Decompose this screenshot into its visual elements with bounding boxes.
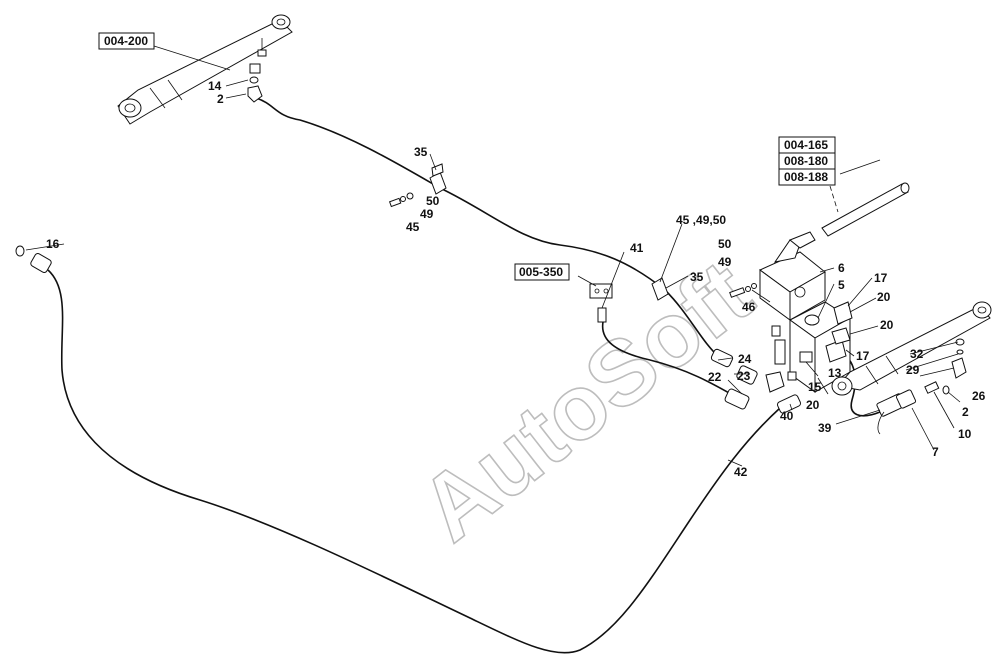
label-39: 39 [818, 421, 832, 435]
label-17-lower: 17 [856, 349, 870, 363]
fitting-2-10 [924, 381, 950, 395]
watermark-text: AutoSoft [402, 241, 771, 560]
ref-008-188: 008-188 [784, 170, 828, 184]
ref-005-350: 005-350 [519, 265, 563, 279]
fitting-26 [951, 338, 967, 379]
fitting-14 [247, 63, 263, 103]
fitting-22-23 [724, 365, 758, 410]
label-49-lower: 49 [718, 255, 732, 269]
label-10: 10 [958, 427, 972, 441]
ref-004-165: 004-165 [784, 138, 828, 152]
label-2-upper: 2 [217, 92, 224, 106]
label-35-upper: 35 [414, 145, 428, 159]
label-14: 14 [208, 79, 222, 93]
label-20-lower: 20 [806, 398, 820, 412]
label-45-49-50: 45 ,49,50 [676, 213, 726, 227]
hose-41 [601, 321, 739, 399]
label-20-upper: 20 [877, 290, 891, 304]
cylinder-lower [831, 301, 992, 396]
control-valve-6 [759, 231, 826, 321]
label-22: 22 [708, 370, 722, 384]
label-32: 32 [910, 347, 924, 361]
label-29: 29 [906, 363, 920, 377]
label-50-upper: 50 [426, 194, 440, 208]
fitting-16 [15, 245, 52, 273]
label-35-lower: 35 [690, 270, 704, 284]
label-40: 40 [780, 409, 794, 423]
clamp-35-lower [651, 277, 757, 301]
ref-box-004-200 [98, 32, 155, 50]
fitting-24 [710, 348, 734, 368]
ref-004-200: 004-200 [104, 34, 148, 48]
ref-box-005-350 [514, 263, 570, 281]
label-24: 24 [738, 352, 752, 366]
label-5: 5 [838, 278, 845, 292]
coupler-7 [876, 389, 917, 435]
ref-008-180: 008-180 [784, 154, 828, 168]
label-16: 16 [46, 237, 60, 251]
lever-rod [821, 182, 910, 237]
label-50-lower: 50 [718, 237, 732, 251]
label-41: 41 [630, 241, 644, 255]
label-17-upper: 17 [874, 271, 888, 285]
block-005-350 [589, 283, 613, 323]
label-20-mid: 20 [880, 318, 894, 332]
label-7: 7 [932, 445, 939, 459]
label-42: 42 [734, 465, 748, 479]
cylinder-upper [117, 14, 293, 125]
label-49-upper: 49 [420, 207, 434, 221]
label-45-upper: 45 [406, 220, 420, 234]
label-2-lower: 2 [962, 405, 969, 419]
label-23: 23 [737, 369, 751, 383]
clamp-35-upper [388, 163, 447, 208]
label-15: 15 [808, 380, 822, 394]
label-46: 46 [742, 300, 756, 314]
hose-42 [47, 269, 781, 654]
label-6: 6 [838, 261, 845, 275]
valve-block [765, 301, 853, 393]
label-26: 26 [972, 389, 986, 403]
label-13: 13 [828, 366, 842, 380]
leader-lines [25, 45, 961, 467]
ref-box-008-188 [778, 168, 836, 186]
